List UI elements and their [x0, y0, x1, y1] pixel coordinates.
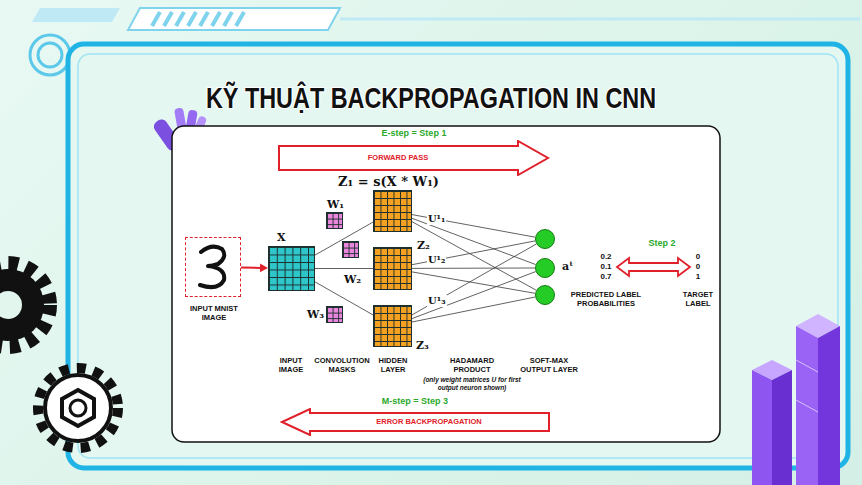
connector [412, 244, 536, 315]
corner-stripes [32, 8, 860, 30]
arrow-label: FORWARD PASS [278, 153, 518, 163]
step-heading: E-step = Step 1 [278, 128, 550, 139]
step-heading: M-step = Step 3 [280, 396, 550, 407]
mnist-image-box: INPUT MNIST IMAGE [185, 237, 241, 297]
slide-frame [68, 44, 848, 468]
digit-stroke [200, 247, 224, 288]
mask-symbol: W₂ [344, 273, 361, 286]
connector-line [412, 272, 535, 293]
hidden-grid: Z₃ [373, 305, 412, 347]
output-neuron: aᵗ [535, 258, 555, 278]
forward-arrow: E-step = Step 1 FORWARD PASS [278, 128, 550, 176]
connector-line [315, 268, 373, 269]
probability-column: 0.20.10.7PREDICTED LABEL PROBABILITIES [597, 252, 615, 282]
matrix-symbol: Z₂ [417, 239, 430, 252]
column-caption: HIDDEN LAYER [375, 356, 411, 374]
matrix-symbol: X [277, 231, 286, 244]
arrow-head [260, 263, 268, 272]
target-column: 001TARGET LABEL [692, 252, 704, 282]
target-icon [30, 35, 70, 75]
matrix-symbol: Z₃ [416, 339, 429, 352]
column-caption: INPUT IMAGE [274, 356, 308, 374]
output-neuron [535, 229, 555, 249]
convolution-mask: W₁ [326, 212, 343, 229]
column-caption: HADAMARD PRODUCT [443, 356, 501, 374]
weight-label: U¹₃ [427, 295, 446, 307]
step-heading: Step 2 [642, 238, 682, 249]
convolution-mask: W₃ [326, 306, 343, 323]
gear-icon [0, 263, 50, 347]
connector-line [241, 267, 261, 269]
digit-drawing [186, 238, 239, 295]
weight-label: U¹₂ [427, 254, 446, 266]
column-caption: TARGET LABEL [680, 290, 716, 308]
gear-icon [38, 368, 118, 448]
mask-symbol: W₁ [327, 198, 344, 211]
output-neuron [535, 285, 555, 305]
column-caption: SOFT-MAX OUTPUT LAYER [516, 356, 582, 374]
connector [412, 272, 536, 319]
image-caption: INPUT MNIST IMAGE [182, 304, 246, 322]
hidden-grid: Z₂ [373, 247, 412, 290]
target-value: 0 [692, 252, 704, 262]
bar-blocks [752, 314, 840, 485]
input-grid: X [268, 246, 315, 291]
caption-note: (only weight matrices U for first output… [420, 376, 524, 392]
double-arrow [617, 258, 690, 276]
connector-line [412, 272, 536, 319]
probability-value: 0.1 [597, 262, 615, 272]
connector-line [412, 244, 536, 315]
probability-value: 0.7 [597, 272, 615, 282]
connector-line [412, 268, 535, 269]
target-value: 0 [692, 262, 704, 272]
column-caption: CONVOLUTION MASKS [312, 356, 372, 374]
column-caption: PREDICTED LABEL PROBABILITIES [570, 290, 642, 308]
formula: Z₁ = s(X * W₁) [338, 174, 439, 190]
output-symbol: aᵗ [562, 260, 573, 273]
arrow-shape [282, 409, 549, 435]
connector [617, 258, 690, 276]
weight-label: U¹₁ [427, 213, 446, 225]
slide-title: KỸ THUẬT BACKPROPAGATION IN CNN [95, 80, 767, 116]
arrow-label: ERROR BACKPROPAGATION [310, 417, 548, 427]
connector [412, 272, 535, 293]
arrow-shape [279, 141, 548, 175]
mask-symbol: W₃ [307, 308, 324, 321]
figure-panel [172, 126, 720, 442]
convolution-mask: W₂ [342, 241, 359, 258]
target-value: 1 [692, 272, 704, 282]
backprop-arrow: M-step = Step 3 ERROR BACKPROPAGATION [280, 396, 550, 436]
connector [241, 263, 268, 272]
connector [315, 268, 373, 269]
hidden-grid: Z₁ = s(X * W₁) [373, 190, 412, 232]
probability-value: 0.2 [597, 252, 615, 262]
connector [412, 268, 535, 269]
